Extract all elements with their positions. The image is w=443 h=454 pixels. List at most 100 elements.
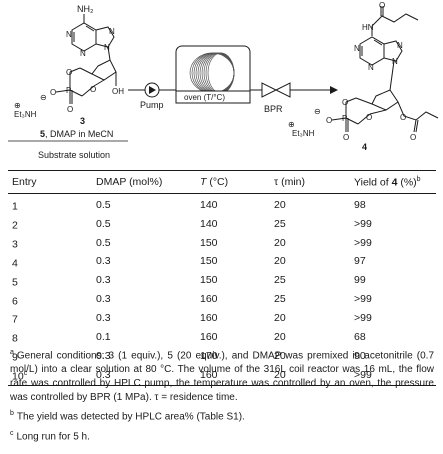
cell-residence-time: 20 [274,255,286,268]
cell-residence-time: 25 [274,293,286,306]
n-atom-label: N [392,57,398,66]
n-atom-label: N [109,27,115,36]
negative-charge: ⊖ [40,93,47,102]
o-atom-label: O [66,68,72,77]
o-atom-label: O [50,88,56,97]
cell-temperature: 150 [200,255,218,268]
cell-dmap: 0.3 [96,293,111,306]
results-table: Entry DMAP (mol%) T (°C) τ (min) Yield o… [8,170,436,386]
hn-label: HN [362,23,374,32]
cell-entry: 4 [12,257,18,270]
cell-temperature: 140 [200,198,218,211]
compound-3-label: 3 [80,116,85,126]
o-atom-label: O [343,133,349,142]
o-atom-label: O [90,85,96,94]
oven-label: oven (T/°C) [184,93,225,102]
oh-label: OH [112,87,124,96]
table-row: 1 0.5 140 20 98 [8,194,436,215]
cell-yield: >99 [354,293,372,306]
cell-dmap: 0.3 [96,274,111,287]
bpr-valve-icon [274,82,291,98]
cell-temperature: 160 [200,331,218,344]
cell-yield: 90 [354,350,366,362]
n-atom-label: N [80,49,86,58]
reagent-label: 5, DMAP in MeCN [40,129,113,139]
cell-residence-time: 20 [274,236,286,249]
cell-residence-time: 20 [274,312,286,325]
cell-temperature: 160 [200,312,218,325]
cell-dmap: 0.5 [96,217,111,230]
table-header-row: Entry DMAP (mol%) T (°C) τ (min) Yield o… [8,170,436,194]
reaction-scheme: NH₂ N N N N O P O O O OH ⊖ ⊕ Et₃NH 3 5, … [8,1,439,160]
cell-temperature: 160 [200,368,218,381]
cell-entry: 1 [12,200,18,213]
o-atom-label: O [379,1,385,10]
n-atom-label: N [66,30,72,39]
cell-temperature: 150 [200,274,218,287]
nh2-label: NH₂ [77,4,94,14]
cell-dmap: 0.3 [96,312,111,325]
cell-entry: 6 [12,295,18,308]
cell-yield: >99 [354,312,372,325]
cell-temperature: 170 [200,350,218,362]
oven-label-box [175,90,251,104]
n-atom-label: N [354,44,360,53]
cell-residence-time: 20 [274,368,286,381]
compound-4-label: 4 [362,142,367,152]
cell-dmap: 0.3 [96,255,111,268]
o-atom-label: O [67,105,73,114]
table-row: 9 0.3 170 20 90 [8,347,436,366]
cell-entry: 5 [12,276,18,289]
cell-dmap: 0.5 [96,236,111,249]
negative-charge: ⊖ [314,107,321,116]
header-residence-time: τ (min) [274,176,305,188]
cell-residence-time: 25 [274,274,286,287]
cell-entry: 9 [12,351,18,364]
n-atom-label: N [104,43,110,52]
cell-yield: 68 [354,331,366,344]
cell-yield: 98 [354,198,366,211]
table-body: 1 0.5 140 20 98 2 0.5 140 25 >99 3 0.5 150 20 >99 4 0.3 1… [8,194,436,386]
substrate-structure [55,14,117,104]
flow-arrow-head [330,86,338,94]
header-temperature: T (°C) [200,176,229,188]
pump-icon [149,86,156,94]
table-row: 7 0.3 160 20 >99 [8,309,436,328]
header-dmap: DMAP (mol%) [96,176,163,188]
cell-dmap: 0.3 [96,350,111,362]
cell-entry: 2 [12,219,18,232]
pump-label: Pump [140,100,164,110]
p-atom-label: P [66,86,71,95]
cell-dmap: 0.3 [96,368,111,381]
o-atom-label: O [326,116,332,125]
cell-entry: 7 [12,313,18,326]
n-atom-label: N [397,41,403,50]
cell-yield: >99 [354,368,372,381]
bpr-label: BPR [264,104,283,114]
cell-yield: 97 [354,255,366,268]
cell-entry: 3 [12,238,18,251]
et3nh-label: Et₃NH [292,129,315,138]
cell-yield: >99 [354,236,372,249]
cell-residence-time: 20 [274,350,286,362]
cell-residence-time: 20 [274,198,286,211]
substrate-solution-label: Substrate solution [38,150,110,160]
header-entry: Entry [12,176,37,188]
cell-dmap: 0.1 [96,331,111,344]
cell-residence-time: 20 [274,331,286,344]
positive-charge: ⊕ [288,120,295,129]
table-row: 4 0.3 150 20 97 [8,253,436,272]
cell-entry: 10c [12,370,28,383]
n-atom-label: N [368,63,374,72]
cell-dmap: 0.5 [96,198,111,211]
cell-yield: >99 [354,217,372,230]
p-atom-label: P [342,114,347,123]
cell-residence-time: 25 [274,217,286,230]
